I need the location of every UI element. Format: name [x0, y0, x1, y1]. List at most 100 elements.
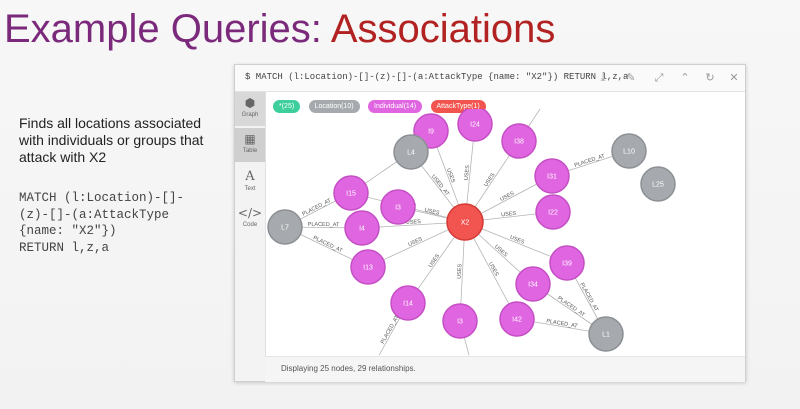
node-label: I38 — [514, 139, 524, 146]
node-label: I22 — [548, 210, 558, 217]
node-label: X2 — [461, 220, 470, 227]
edge-label: USES — [499, 190, 515, 202]
node-label: L25 — [652, 182, 664, 189]
edge-label: PLACED_AT — [556, 296, 586, 319]
edge-label: USES — [487, 261, 500, 277]
legend-chip-individual[interactable]: Individual(14) — [368, 100, 423, 113]
node-circle[interactable] — [457, 109, 493, 142]
node-label: I4 — [359, 226, 365, 233]
node-label: L4 — [407, 150, 415, 157]
slide-title-part1: Example Queries: — [4, 7, 331, 51]
slide-title-part2: Associations — [330, 7, 556, 51]
node-label: I42 — [512, 317, 522, 324]
node-circle[interactable] — [267, 209, 303, 245]
node-circle[interactable] — [390, 285, 426, 321]
node-circle[interactable] — [499, 301, 535, 337]
node-circle[interactable] — [393, 134, 429, 170]
sidebar-item-label: Table — [242, 148, 258, 154]
graph-node-individual[interactable]: I15 — [333, 175, 369, 211]
graph-node-individual[interactable]: I13 — [350, 249, 386, 285]
node-circle[interactable] — [350, 249, 386, 285]
pin-icon[interactable]: ✎ — [626, 71, 636, 84]
sidebar-item-table[interactable]: ▦ Table — [235, 128, 265, 162]
code-line: RETURN l,z,a — [19, 240, 110, 255]
legend-chip-all[interactable]: *(25) — [273, 100, 301, 113]
edge-label: USES — [464, 165, 472, 181]
sidebar-item-code[interactable]: </> Code — [235, 202, 265, 236]
query-text[interactable]: $ MATCH (l:Location)-[]-(z)-[]-(a:Attack… — [245, 72, 629, 82]
download-icon[interactable]: ⤓ — [600, 71, 606, 84]
node-circle[interactable] — [446, 203, 484, 241]
sidebar-item-label: Graph — [241, 112, 259, 118]
node-label: L1 — [602, 332, 610, 339]
graph-node-location[interactable]: L1 — [588, 316, 624, 352]
code-line: {name: "X2"}) — [19, 224, 117, 238]
graph-node-individual[interactable]: I39 — [549, 245, 585, 281]
node-label: I31 — [547, 174, 557, 181]
slide-title: Example Queries: Associations — [4, 4, 555, 54]
node-circle[interactable] — [380, 189, 416, 225]
sidebar-item-graph[interactable]: ⬢ Graph — [235, 92, 265, 126]
legend-chip-location[interactable]: Location(10) — [308, 100, 360, 113]
node-label: I3 — [395, 205, 401, 212]
graph-node-individual[interactable]: I4 — [344, 210, 380, 246]
expand-icon[interactable]: ⤢ — [654, 71, 664, 84]
graph-node-individual[interactable]: I22 — [535, 194, 571, 230]
graph-node-individual[interactable]: I34 — [515, 266, 551, 302]
edge-label: USED_AT — [430, 174, 450, 198]
rerun-icon[interactable]: ↻ — [705, 71, 715, 84]
text-icon: A — [245, 169, 255, 184]
graph-node-individual[interactable]: I24 — [457, 109, 493, 142]
legend-bar: *(25) Location(10) Individual(14) Attack… — [273, 95, 490, 113]
edge-label: USES — [483, 172, 496, 188]
node-label: I9 — [428, 129, 434, 136]
node-circle[interactable] — [515, 266, 551, 302]
code-line: (z)-[]-(a:AttackType — [19, 207, 170, 222]
graph-node-individual[interactable]: I42 — [499, 301, 535, 337]
graph-node-location[interactable]: L4 — [393, 134, 429, 170]
node-circle[interactable] — [534, 158, 570, 194]
graph-node-individual[interactable]: I3 — [442, 303, 478, 339]
view-sidebar: ⬢ Graph ▦ Table A Text </> Code — [235, 92, 266, 381]
collapse-icon[interactable]: ⌃ — [680, 71, 690, 84]
node-label: I3 — [457, 319, 463, 326]
graph-node-individual[interactable]: I14 — [390, 285, 426, 321]
edge-label: USES — [406, 219, 422, 226]
edge-label: USES — [407, 236, 423, 248]
edge-label: USES — [501, 211, 517, 219]
node-circle[interactable] — [640, 166, 676, 202]
node-circle[interactable] — [549, 245, 585, 281]
node-circle[interactable] — [333, 175, 369, 211]
node-circle[interactable] — [501, 123, 537, 159]
cypher-code-block: MATCH (l:Location)-[]- (z)-[]-(a:AttackT… — [19, 190, 184, 256]
close-icon[interactable]: ✕ — [729, 71, 739, 84]
edge-label: PLACED_AT — [301, 198, 332, 218]
edge-label: PLACED_AT — [574, 153, 607, 169]
edge-label: USES — [493, 244, 508, 259]
graph-node-location[interactable]: L25 — [640, 166, 676, 202]
graph-node-location[interactable]: L7 — [267, 209, 303, 245]
sidebar-item-text[interactable]: A Text — [235, 166, 265, 200]
node-circle[interactable] — [535, 194, 571, 230]
node-label: L10 — [623, 149, 635, 156]
table-icon: ▦ — [244, 132, 256, 146]
node-circle[interactable] — [442, 303, 478, 339]
node-circle[interactable] — [588, 316, 624, 352]
graph-node-attack[interactable]: X2 — [446, 203, 484, 241]
node-label: I14 — [403, 301, 413, 308]
graph-node-individual[interactable]: I38 — [501, 123, 537, 159]
node-label: I39 — [562, 261, 572, 268]
edge-label: USES — [457, 263, 464, 279]
graph-node-location[interactable]: L10 — [611, 133, 647, 169]
edge-label: PLACED_AT — [312, 235, 344, 254]
graph-node-individual[interactable]: I3 — [380, 189, 416, 225]
edge-label: PLACED_AT — [380, 314, 401, 345]
node-circle[interactable] — [611, 133, 647, 169]
edge-label: USES — [509, 235, 525, 246]
graph-node-individual[interactable]: I31 — [534, 158, 570, 194]
node-circle[interactable] — [344, 210, 380, 246]
query-bar: $ MATCH (l:Location)-[]-(z)-[]-(a:Attack… — [235, 65, 745, 92]
code-line: MATCH (l:Location)-[]- — [19, 191, 185, 205]
